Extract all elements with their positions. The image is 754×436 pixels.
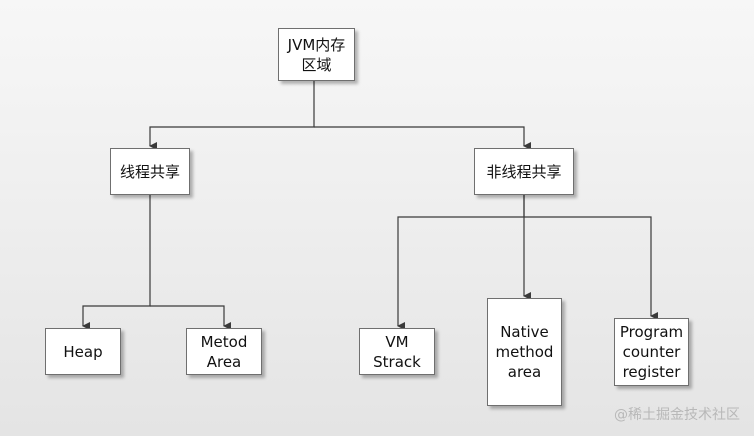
node-native-method-area: Native method area <box>487 298 562 406</box>
connector-root-to-shared <box>149 80 315 150</box>
connector-root-to-nonshared <box>314 126 531 150</box>
connector-shared-to-heap <box>82 195 151 330</box>
node-method-area: Metod Area <box>186 328 262 375</box>
node-vm-stack: VM Strack <box>359 328 435 375</box>
node-thread-non-shared: 非线程共享 <box>474 148 574 195</box>
connector-nonshared-to-program-counter <box>524 216 658 320</box>
node-program-counter-register: Program counter register <box>614 318 689 386</box>
node-jvm-memory-areas: JVM内存 区域 <box>278 28 355 81</box>
connector-shared-to-method-area <box>150 305 231 330</box>
watermark: @稀土掘金技术社区 <box>614 407 740 423</box>
node-thread-shared: 线程共享 <box>110 148 190 195</box>
node-heap: Heap <box>45 328 121 375</box>
